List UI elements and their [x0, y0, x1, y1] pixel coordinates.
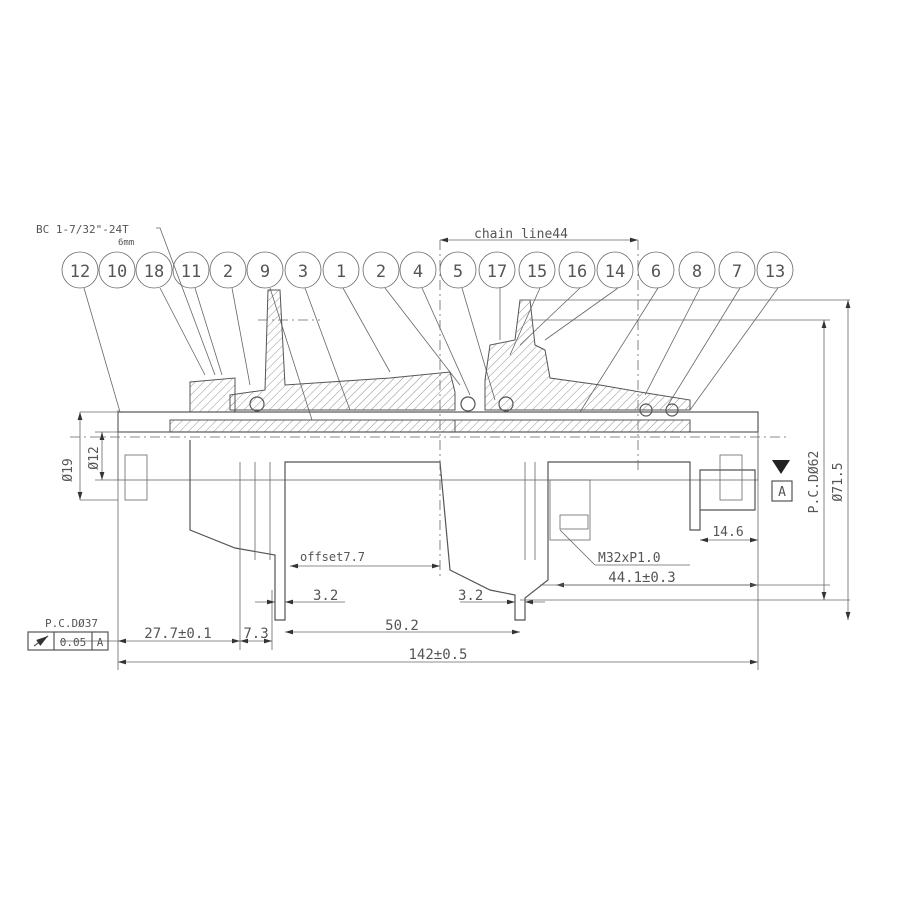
dim-50-2: 50.2	[385, 618, 419, 634]
pcd62-label: P.C.DØ62	[807, 451, 822, 514]
balloon-circle	[172, 251, 210, 289]
balloon-circle	[718, 251, 756, 289]
balloon-circle	[756, 251, 794, 289]
dim-44-1: 44.1±0.3	[608, 570, 675, 586]
dim-27-7: 27.7±0.1	[144, 626, 211, 642]
balloon-number: 8	[692, 262, 702, 282]
balloon-circle	[322, 251, 360, 289]
runout-tolerance: 0.05	[60, 636, 87, 649]
balloon-circle	[399, 251, 437, 289]
pcd37-label: P.C.DØ37	[45, 617, 98, 630]
runout-datum: A	[97, 636, 104, 649]
balloon-circle	[362, 251, 400, 289]
dia12-label: Ø12	[87, 446, 102, 469]
runout-arrow-icon	[33, 635, 49, 647]
balloon-circle	[61, 251, 99, 289]
datum-label: A	[778, 485, 786, 500]
balloon-circle	[518, 251, 556, 289]
balloon-circle	[558, 251, 596, 289]
balloon-number: 17	[487, 262, 507, 282]
balloon-number: 10	[107, 262, 127, 282]
hub-section	[117, 289, 759, 621]
balloon-circle	[596, 251, 634, 289]
balloon-circle	[246, 251, 284, 289]
balloon-number: 16	[567, 262, 587, 282]
balloon-number: 11	[181, 262, 201, 282]
dim-3-2-right: 3.2	[458, 588, 483, 604]
balloon-number: 3	[298, 262, 308, 282]
balloon-number: 7	[732, 262, 742, 282]
datum-box	[771, 480, 793, 502]
balloon-circle	[478, 251, 516, 289]
balloon-number: 1	[336, 262, 346, 282]
bc-sub-label: 6mm	[118, 238, 134, 248]
thread-m32-label: M32xP1.0	[598, 551, 661, 566]
balloon-circle	[135, 251, 173, 289]
center-lines	[70, 240, 790, 580]
balloon-circle	[284, 251, 322, 289]
runout-tolerance-frame: 0.05 A	[27, 631, 109, 651]
dimension-lines	[60, 237, 851, 670]
datum-triangle-icon	[772, 460, 790, 474]
dim-142: 142±0.5	[408, 647, 467, 663]
offset-label: offset7.7	[300, 550, 365, 564]
dia19-label: Ø19	[61, 458, 76, 481]
dim-7-3: 7.3	[243, 626, 268, 642]
balloon-number: 2	[376, 262, 386, 282]
dia71-5-label: Ø71.5	[831, 462, 846, 501]
balloon-number: 2	[223, 262, 233, 282]
chain-line-label: chain line44	[474, 227, 568, 242]
balloon-number: 5	[453, 262, 463, 282]
balloon-number: 18	[144, 262, 164, 282]
balloon-circle	[209, 251, 247, 289]
balloon-circle	[678, 251, 716, 289]
dim-3-2-left: 3.2	[313, 588, 338, 604]
balloon-number: 9	[260, 262, 270, 282]
balloon-number: 13	[765, 262, 785, 282]
balloon-number: 12	[70, 262, 90, 282]
balloon-number: 14	[605, 262, 625, 282]
dim-14-6: 14.6	[712, 525, 743, 540]
balloon-circle	[98, 251, 136, 289]
balloon-number: 4	[413, 262, 423, 282]
balloon-number: 6	[651, 262, 661, 282]
bc-thread-label: BC 1-7/32"-24T	[36, 223, 129, 236]
balloon-number: 15	[527, 262, 547, 282]
